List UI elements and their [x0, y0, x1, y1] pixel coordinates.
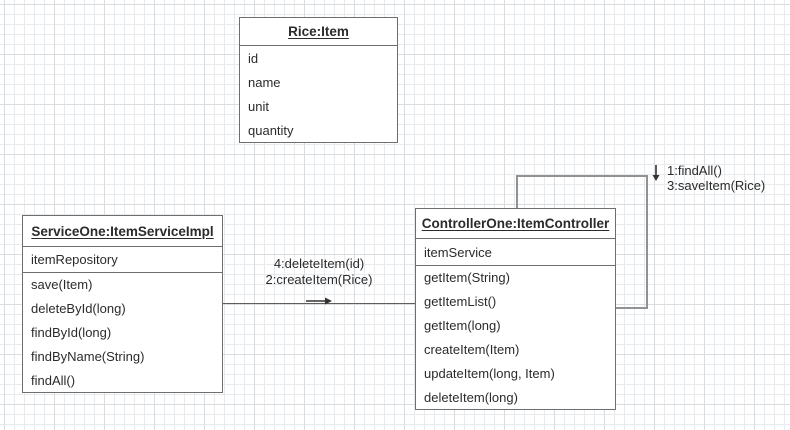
attribute-row: itemService: [424, 244, 492, 260]
service-controller-edge[interactable]: [223, 303, 415, 304]
class-box-rice-item[interactable]: Rice:Item id name unit quantity: [239, 17, 398, 143]
method-row: findAll(): [31, 372, 76, 388]
class-title-rice-item: Rice:Item: [240, 18, 397, 46]
right-arrow-icon: [306, 297, 332, 305]
method-row: createItem(Item): [424, 341, 520, 357]
class-box-controller-one[interactable]: ControllerOne:ItemController itemService…: [415, 208, 616, 410]
method-row: getItemList(): [424, 294, 497, 310]
message-call-3: 3:saveItem(Rice): [667, 177, 766, 193]
message-call-4: 4:deleteItem(id): [273, 256, 365, 271]
attribute-row: name: [248, 74, 281, 90]
method-row: findByName(String): [31, 348, 145, 364]
class-title-service-one: ServiceOne:ItemServiceImpl: [23, 216, 222, 247]
method-row: deleteItem(long): [424, 389, 518, 405]
attributes-compartment: itemRepository: [23, 247, 222, 272]
method-row: updateItem(long, Item): [424, 365, 555, 381]
method-row: findById(long): [31, 324, 112, 340]
method-row: deleteById(long): [31, 301, 126, 317]
attributes-compartment: itemService: [416, 239, 615, 265]
message-call-1: 1:findAll(): [667, 163, 722, 178]
controller-self-loop-edge[interactable]: [515, 174, 651, 312]
method-row: save(Item): [31, 277, 93, 293]
attribute-row: quantity: [248, 122, 294, 138]
attribute-row: unit: [248, 98, 269, 114]
class-title-controller-one: ControllerOne:ItemController: [416, 209, 615, 239]
methods-compartment: getItem(String) getItemList() getItem(lo…: [416, 265, 615, 409]
method-row: getItem(long): [424, 318, 501, 334]
class-box-service-one[interactable]: ServiceOne:ItemServiceImpl itemRepositor…: [22, 215, 223, 393]
attribute-row: id: [248, 50, 259, 66]
attributes-compartment: id name unit quantity: [240, 46, 397, 142]
message-call-2: 2:createItem(Rice): [265, 272, 373, 287]
attribute-row: itemRepository: [31, 252, 118, 267]
down-arrow-icon: [652, 165, 660, 181]
edge-label-service-controller[interactable]: 4:deleteItem(id) 2:createItem(Rice): [238, 256, 400, 288]
methods-compartment: save(Item) deleteById(long) findById(lon…: [23, 272, 222, 392]
edge-label-controller-loop[interactable]: 1:findAll() 3:saveItem(Rice): [667, 163, 766, 193]
method-row: getItem(String): [424, 270, 510, 286]
